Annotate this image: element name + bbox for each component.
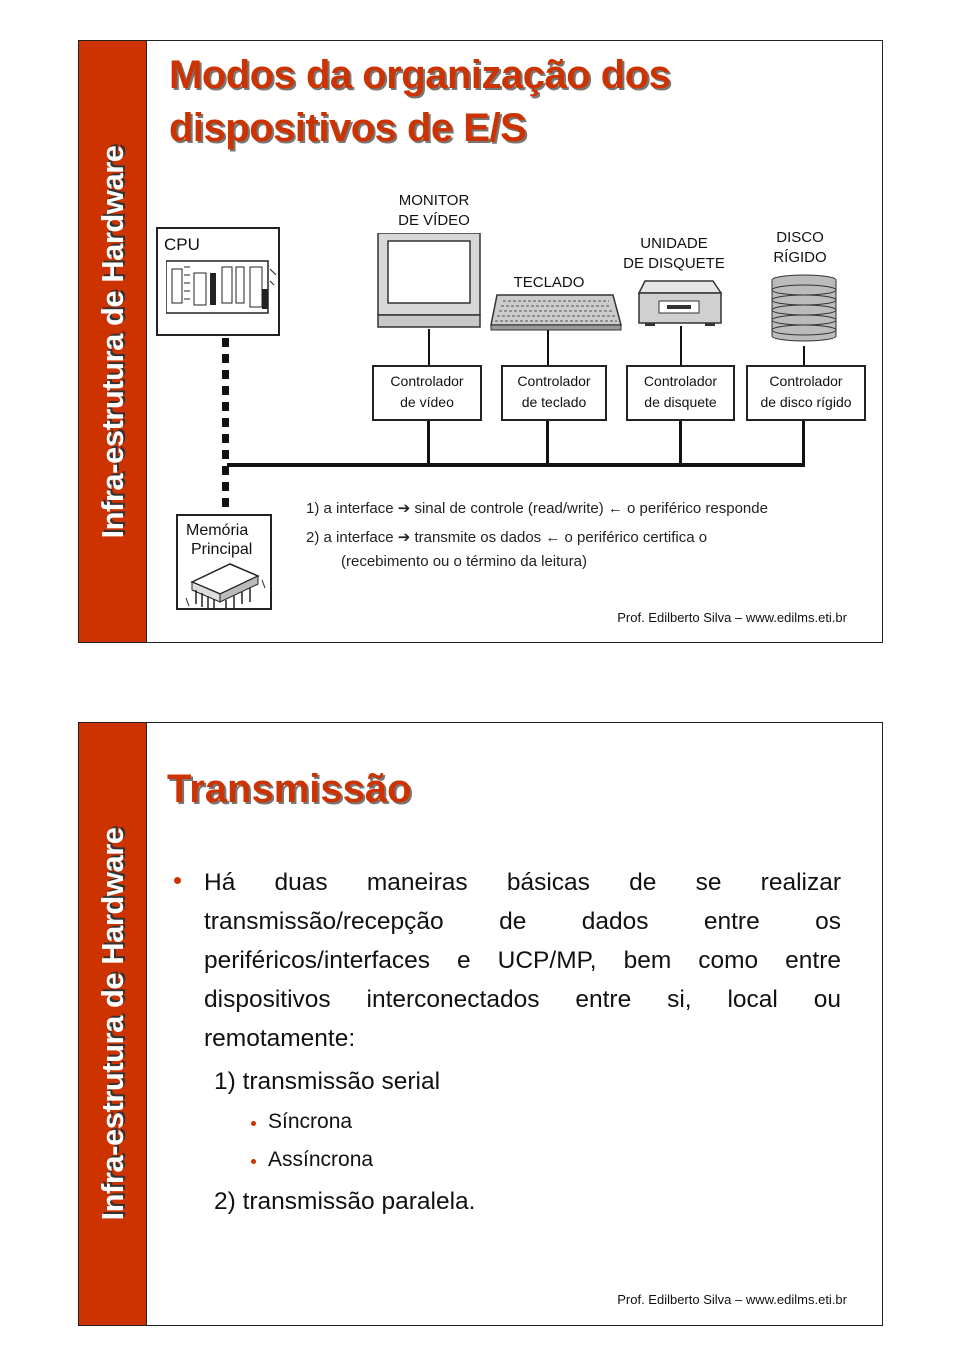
controller-disk: Controlador de disco rígido [746,365,866,421]
link-disk [803,346,805,365]
paragraph: Há duas maneiras básicas de se realizar … [204,863,841,1058]
bus-link-disk [802,421,805,465]
keyboard-label-text: TECLADO [513,274,585,291]
bus-link-keyboard [546,421,549,465]
monitor-icon [377,233,481,328]
bullet-icon [251,1159,256,1164]
memory-chip-icon [185,563,266,610]
sidebar-banner: Infra-estrutura de Hardware [79,41,147,642]
paragraph-line-4: dispositivos interconectados entre si, l… [204,986,841,1013]
cpu-memory-bus [222,338,229,514]
disk-label-line2: RÍGIDO [773,249,827,266]
controller-keyboard-line1: Controlador [517,373,591,389]
floppy-label-line2: DE DISQUETE [623,255,725,272]
floppy-label-line1: UNIDADE [640,235,708,252]
controller-disk-line1: Controlador [769,373,843,389]
link-monitor [428,329,430,365]
list-item-parallel: 2) transmissão paralela. [214,1188,476,1215]
bullet-icon [251,1121,256,1126]
controller-video-line1: Controlador [390,373,464,389]
memory-block: Memória Principal [176,514,272,610]
controller-video-line2: de vídeo [400,394,454,410]
paragraph-line-2: transmissão/recepção de dados entre os [204,908,841,935]
monitor-label: MONITOR DE VÍDEO [379,191,489,231]
controller-keyboard-line2: de teclado [521,394,587,410]
controller-disk-line2: de disco rígido [760,394,852,410]
footer-credit: Prof. Edilberto Silva – www.edilms.eti.b… [617,610,847,625]
memory-label-line1: Memória [186,522,249,539]
monitor-label-line1: MONITOR [398,192,470,209]
note-1: 1) a interface ➔ sinal de controle (read… [306,500,768,517]
keyboard-label: TECLADO [499,273,599,293]
controller-video: Controlador de vídeo [372,365,482,421]
cpu-label: CPU [164,235,200,254]
floppy-drive-icon [637,280,723,326]
slide-title: Transmissão [167,767,412,811]
disk-label-line1: DISCO [776,229,824,246]
controller-floppy-line1: Controlador [643,373,718,389]
paragraph-line-3: periféricos/interfaces e UCP/MP, bem com… [204,947,841,974]
paragraph-line-1: Há duas maneiras básicas de se realizar [204,869,841,896]
system-bus [227,463,805,467]
controller-keyboard: Controlador de teclado [501,365,607,421]
bullet-icon [174,877,181,884]
sub-item-sincrona: Síncrona [268,1110,353,1133]
hard-disk-icon [771,274,837,342]
bus-link-floppy [679,421,682,465]
sub-item-assincrona: Assíncrona [268,1148,374,1171]
note-3: (recebimento ou o término da leitura) [341,553,587,570]
link-keyboard [547,329,549,365]
cpu-board-icon [166,260,276,314]
sidebar-banner: Infra-estrutura de Hardware [79,723,147,1325]
slide-title: Modos da organização dos dispositivos de… [169,53,671,150]
controller-floppy: Controlador de disquete [626,365,735,421]
cpu-block: CPU [156,227,280,336]
slide-1: Infra-estrutura de Hardware Modos da org… [78,40,883,643]
list-item-serial: 1) transmissão serial [214,1068,441,1095]
bus-link-video [427,421,430,465]
footer-credit: Prof. Edilberto Silva – www.edilms.eti.b… [617,1292,847,1307]
slide-2: Infra-estrutura de Hardware Transmissão … [78,722,883,1326]
link-floppy [680,326,682,365]
disk-label: DISCO RÍGIDO [759,228,841,268]
paragraph-line-5: remotamente: [204,1025,356,1052]
sidebar-text: Infra-estrutura de Hardware [94,827,130,1221]
keyboard-icon [490,294,622,331]
memory-label-line2: Principal [191,541,253,558]
monitor-label-line2: DE VÍDEO [398,212,470,229]
sidebar-text: Infra-estrutura de Hardware [94,144,130,539]
controller-floppy-line2: de disquete [644,394,717,410]
note-2: 2) a interface ➔ transmite os dados ← o … [306,529,708,546]
floppy-label: UNIDADE DE DISQUETE [609,234,739,274]
